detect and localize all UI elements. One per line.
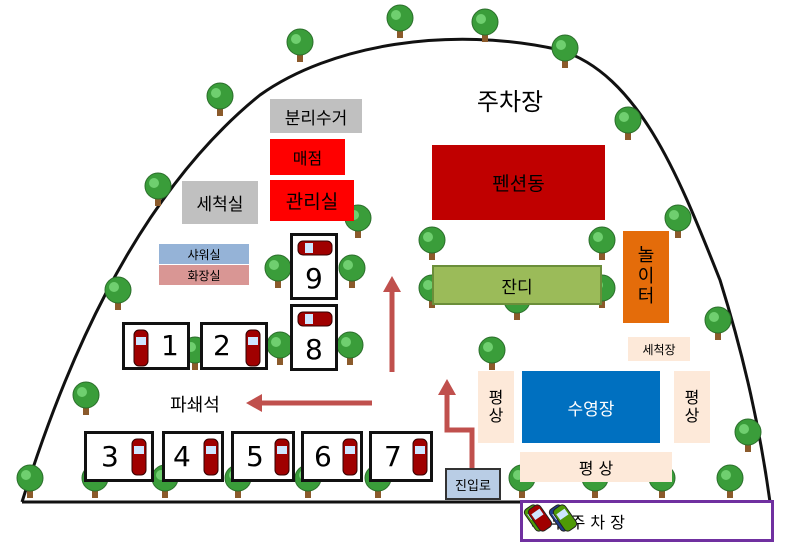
arrow-entrance [444,395,475,478]
tree-icon [664,204,692,238]
campsite-number: 7 [384,440,402,473]
pyeongsang-bottom: 평 상 [520,452,672,482]
arrow-up-center-head [383,276,401,292]
store-box: 매점 [270,139,345,175]
tree-icon [551,34,579,68]
toilet-box: 화장실 [159,265,249,285]
car-icon [412,438,428,476]
tree-icon [144,172,172,206]
office-box: 관리실 [270,180,354,221]
campsite-3: 3 [84,431,154,482]
tree-icon [338,254,366,288]
arrows [262,292,475,478]
car-icon [133,329,149,367]
car-icon [342,438,358,476]
tree-icon [588,226,616,260]
pyeongsang-char: 평 [684,387,700,407]
campsite-number: 3 [101,440,119,473]
tree-icon [266,331,294,365]
tree-icon [478,336,506,370]
campsite-number: 8 [305,333,323,366]
arrow-entrance-head [438,379,456,395]
campsite-number: 6 [314,440,332,473]
tree-icon [16,464,44,498]
playground-char: 이 [637,265,655,287]
campsite-number: 9 [305,262,323,295]
entrance-box: 진입로 [445,468,501,500]
washroom-box: 세척실 [182,181,258,224]
car-icon [245,329,261,367]
pool-area: 수영장 [522,371,660,443]
playground-box: 놀 이 터 [623,231,669,323]
car-icon [274,438,290,476]
recycling-box: 분리수거 [270,99,362,133]
car-icon [297,240,333,256]
campsite-7: 7 [369,431,433,482]
tree-icon [104,276,132,310]
tree-icon [386,4,414,38]
campsite-4: 4 [162,431,224,482]
pension-building: 펜션동 [432,145,605,220]
car-icon [203,438,219,476]
campsite-number: 2 [213,329,231,362]
parking-title: 주차장 [476,87,544,116]
car-icons-right [527,504,578,532]
arrow-left-head [246,394,262,412]
campsite-1: 1 [122,322,190,370]
tree-icon [264,254,292,288]
campsite-number: 5 [246,440,264,473]
tree-icon [418,226,446,260]
pyeongsang-char: 상 [488,406,504,425]
campsite-number: 4 [173,440,191,473]
tree-icon [614,106,642,140]
playground-char: 터 [637,286,655,308]
campsite-9: 9 [290,233,338,300]
shower-box: 샤워실 [159,244,249,264]
tree-icon [716,464,744,498]
campsite-5: 5 [231,431,295,482]
tree-icon [286,28,314,62]
tree-icon [336,331,364,365]
pyeongsang-char: 평 [488,387,504,407]
campsite-6: 6 [301,431,363,482]
tree-icon [704,306,732,340]
car-icon [131,438,147,476]
tree-icon [206,82,234,116]
car-icon [297,311,333,327]
tree-icon [471,8,499,42]
site-boundary [20,37,772,503]
playground-char: 놀 [637,244,655,266]
campsite-number: 1 [161,329,179,362]
pyeongsang-char: 상 [684,406,700,425]
outside-parking: 외 부 주 차 장 [520,500,774,542]
lawn-area: 잔디 [432,265,602,305]
wash-station-box: 세척장 [628,337,690,361]
campsite-8: 8 [290,304,338,371]
pyeongsang-left: 평 상 [478,371,514,443]
tree-icon [72,381,100,415]
pyeongsang-right: 평 상 [674,371,710,443]
campsite-2: 2 [200,322,268,370]
tree-icon [734,418,762,452]
patio-label: 파쇄석 [170,395,220,416]
